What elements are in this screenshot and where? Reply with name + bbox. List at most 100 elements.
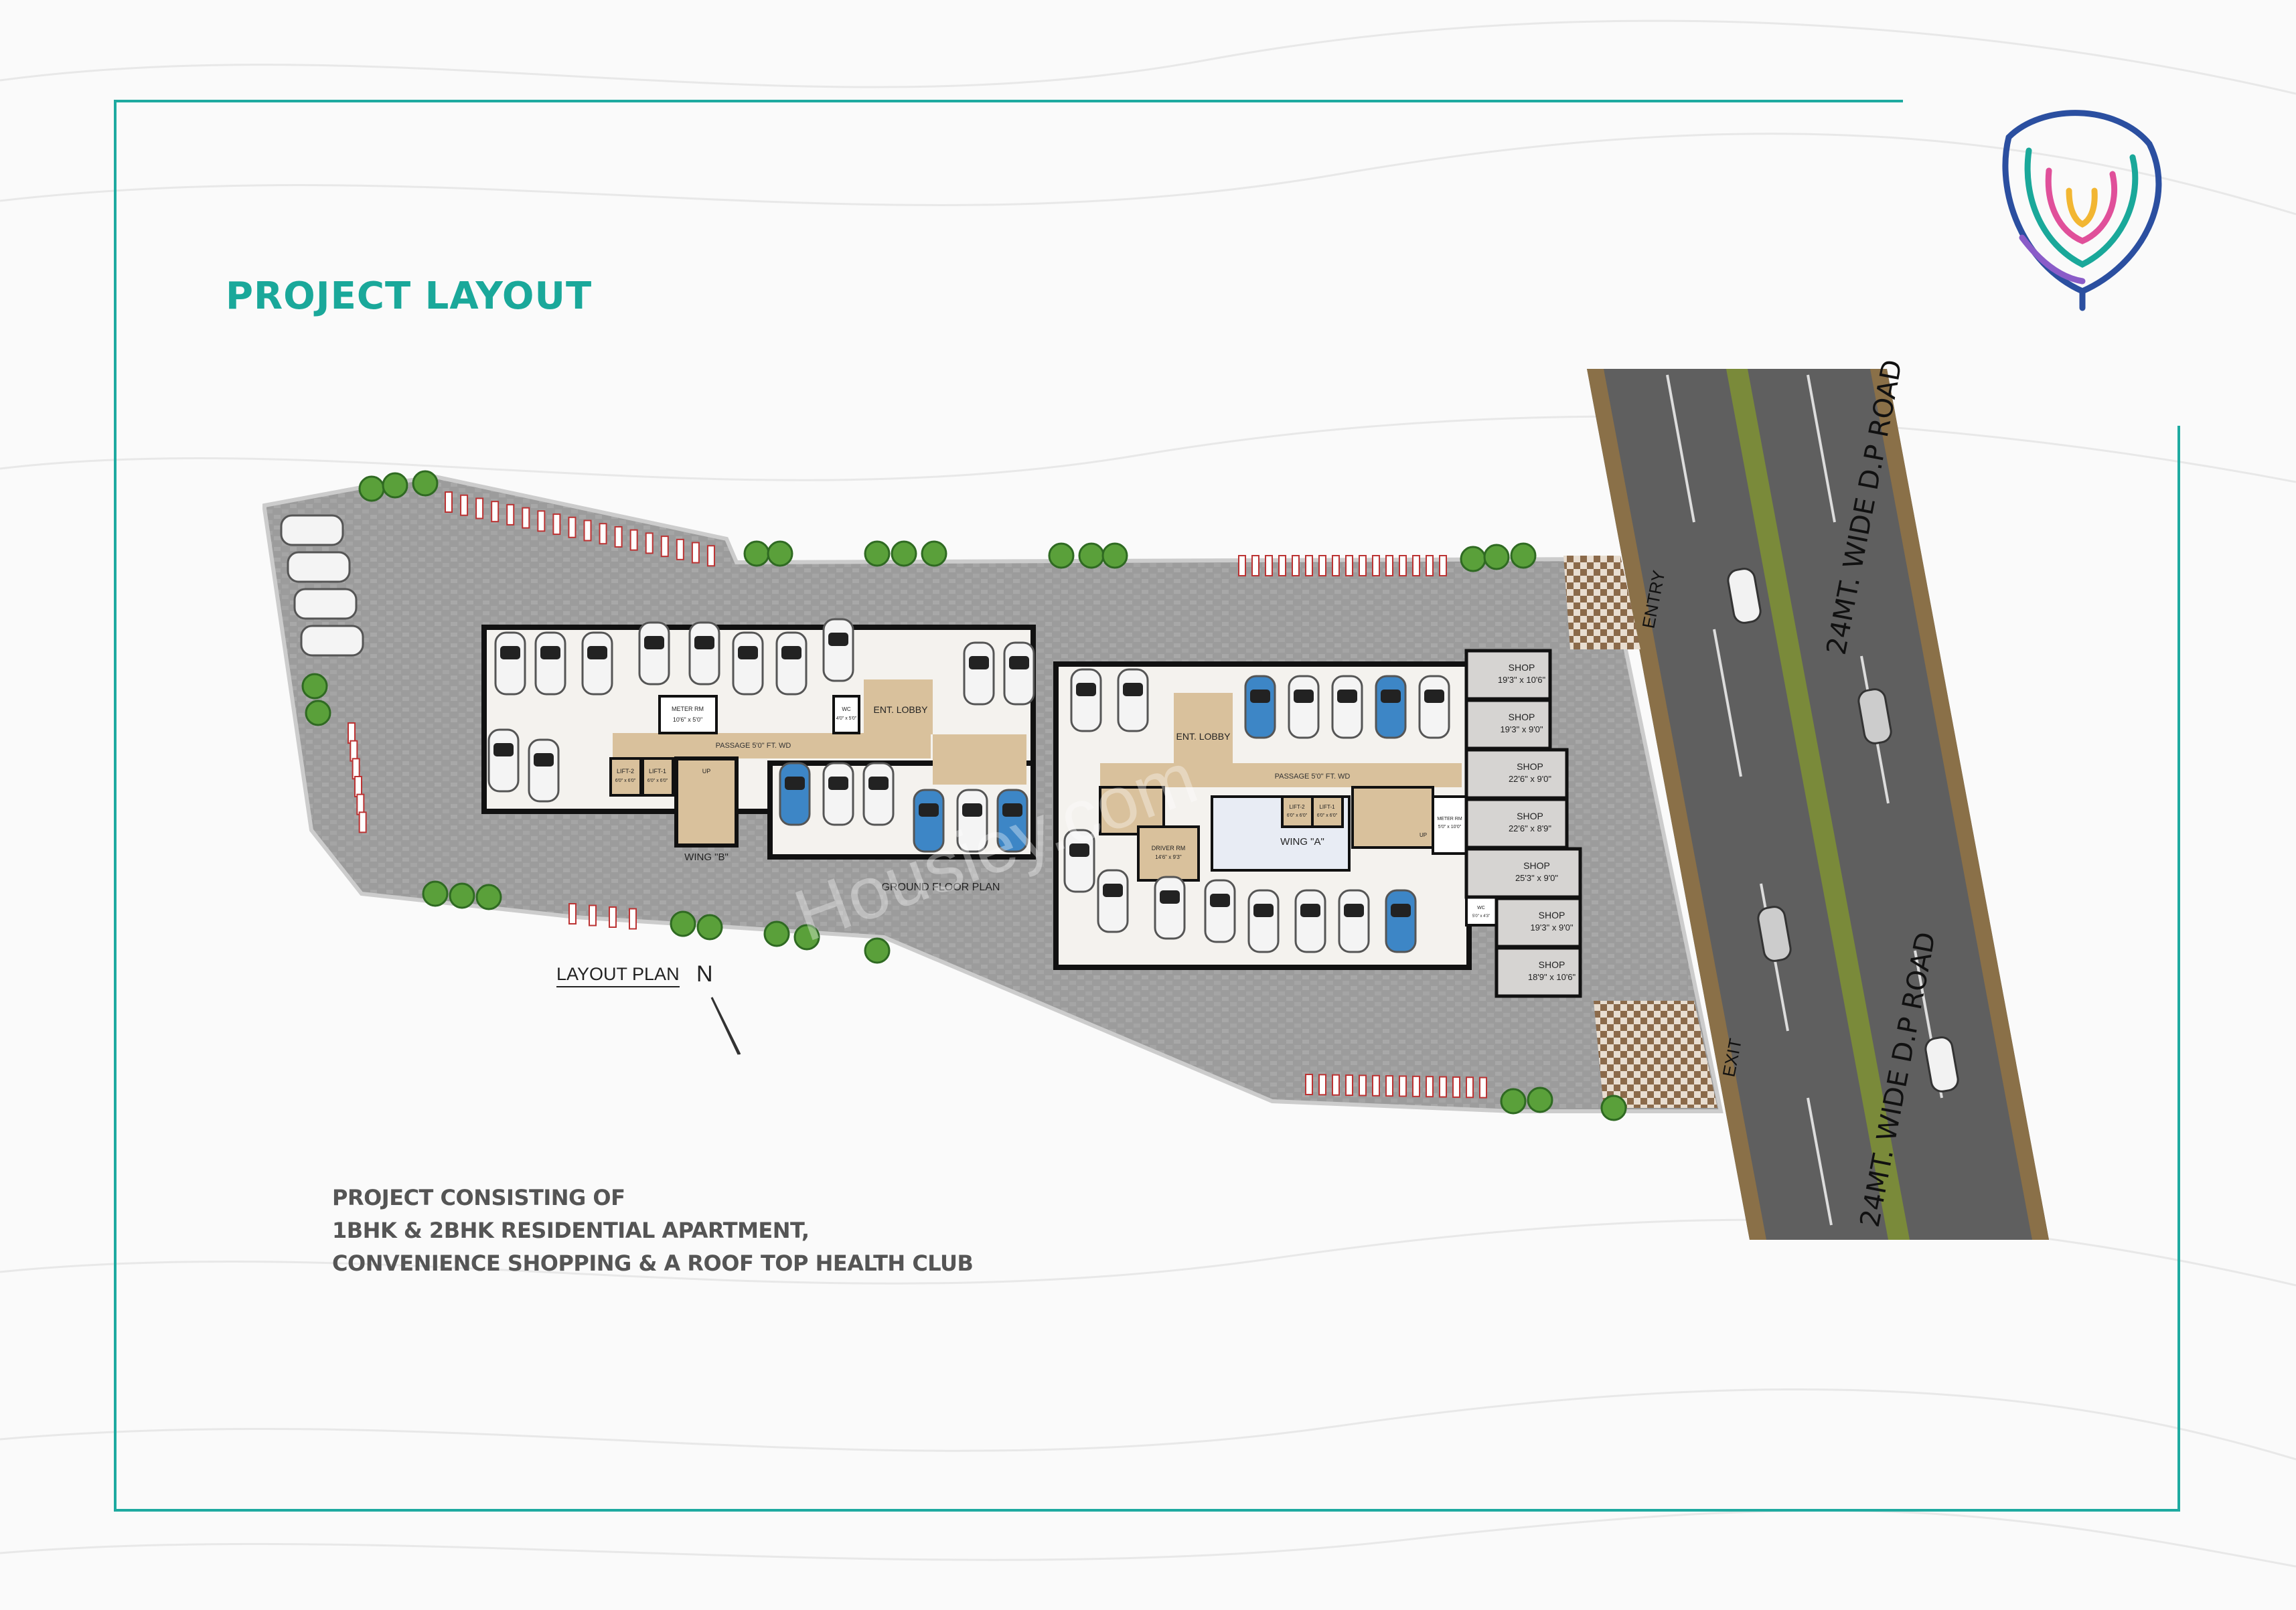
shop-label: SHOP <box>1509 662 1535 673</box>
wing-b-lift-1-size: 6'0" x 6'0" <box>647 779 668 783</box>
parking-bay <box>629 908 637 930</box>
car-icon <box>956 789 988 853</box>
wing-b-staircase <box>674 756 739 848</box>
shop-size: 19'3" x 9'0" <box>1500 724 1543 734</box>
wing-b-lift-1 <box>641 757 674 797</box>
parking-bay <box>660 536 669 558</box>
parking-bay <box>1452 1076 1460 1098</box>
shop-label: SHOP <box>1517 811 1543 821</box>
wing-a-lift-2-label: LIFT-2 <box>1289 804 1305 810</box>
car-icon <box>862 762 895 826</box>
tree-icon <box>864 540 891 567</box>
tree-icon <box>763 920 790 947</box>
description-line-1: PROJECT CONSISTING OF <box>332 1185 625 1210</box>
wing-b-ent-lobby <box>864 679 933 734</box>
car-icon <box>996 789 1028 853</box>
frame-left-border <box>114 100 117 1511</box>
tree-icon <box>412 470 439 497</box>
wing-b-passage <box>613 733 931 758</box>
wing-a-driver-room-size: 14'6" x 9'3" <box>1155 854 1182 860</box>
wing-a-staircase <box>1351 786 1434 849</box>
car-icon <box>732 631 764 696</box>
parking-bay <box>445 491 453 513</box>
parking-bay <box>475 497 484 519</box>
shop-size: 18'9" x 10'6" <box>1528 972 1576 982</box>
wing-a-ent-lobby-label: ENT. LOBBY <box>1176 731 1231 742</box>
wing-b-meter-room-label: METER RM <box>672 706 704 712</box>
car-icon <box>300 625 364 657</box>
parking-bay <box>358 811 367 833</box>
parking-bay <box>354 776 362 797</box>
ground-floor-plan-label: GROUND FLOOR PLAN <box>882 882 1000 893</box>
car-icon <box>1097 869 1129 933</box>
wing-b-wc-size: 4'0" x 5'0" <box>836 716 857 721</box>
project-description: PROJECT CONSISTING OF 1BHK & 2BHK RESIDE… <box>332 1182 974 1280</box>
car-icon <box>1070 668 1102 732</box>
car-icon <box>287 551 351 583</box>
car-icon <box>1338 889 1370 953</box>
wing-b-meter-room <box>658 695 718 734</box>
description-line-2: 1BHK & 2BHK RESIDENTIAL APARTMENT, <box>332 1218 810 1243</box>
description-line-3: CONVENIENCE SHOPPING & A ROOF TOP HEALTH… <box>332 1251 974 1276</box>
parking-bay <box>1439 555 1447 576</box>
north-arrow-icon <box>710 997 741 1055</box>
shop-label: SHOP <box>1539 959 1565 970</box>
parking-bay <box>1385 1075 1393 1097</box>
page-title: PROJECT LAYOUT <box>226 274 593 318</box>
wing-b-lift-2 <box>609 757 642 797</box>
parking-bay <box>1372 555 1380 576</box>
wing-a-lift-1 <box>1311 795 1344 828</box>
car-icon <box>1294 889 1326 953</box>
car-icon <box>1117 668 1149 732</box>
north-label: N <box>696 961 713 987</box>
parking-bay <box>1332 555 1340 576</box>
tree-icon <box>1460 546 1486 572</box>
car-icon <box>528 738 560 803</box>
tree-icon <box>1048 542 1075 569</box>
tree-icon <box>1483 544 1510 570</box>
parking-bay <box>506 503 515 526</box>
car-icon <box>963 641 995 706</box>
frame-right-border <box>2177 426 2180 1512</box>
shop-size: 22'6" x 8'9" <box>1509 823 1551 833</box>
landscape-trees <box>301 470 1627 1121</box>
wing-a-wc-label: WC <box>1477 906 1485 910</box>
tree-icon <box>1527 1086 1553 1113</box>
wing-b-label: WING "B" <box>684 852 729 863</box>
tree-icon <box>475 884 502 910</box>
parking-bay <box>1305 1074 1313 1095</box>
car-icon <box>487 728 520 793</box>
parking-bay <box>1385 555 1393 576</box>
car-icon <box>1385 889 1417 953</box>
parking-bay <box>1251 555 1259 576</box>
car-icon <box>1063 829 1095 893</box>
wing-b-lift-2-size: 6'0" x 6'0" <box>615 779 636 783</box>
wing-a-passage-label: PASSAGE 5'0" FT. WD <box>1275 773 1351 781</box>
frame-bottom-border <box>114 1509 2180 1512</box>
shop-label: SHOP <box>1509 712 1535 722</box>
wing-b-wc-label: WC <box>842 706 851 712</box>
car-icon <box>494 631 526 696</box>
parking-bay <box>1278 555 1286 576</box>
parking-bay <box>589 904 597 927</box>
parking-bay <box>1359 1074 1367 1097</box>
car-icon <box>1244 675 1276 739</box>
tree-icon <box>743 540 770 567</box>
parking-bay <box>1372 1074 1380 1097</box>
parking-bay <box>629 529 638 551</box>
car-icon <box>1003 641 1035 706</box>
parking-bay <box>614 526 623 548</box>
car-icon <box>822 762 854 826</box>
parking-bay <box>676 538 684 560</box>
parking-bay <box>350 740 358 762</box>
car-icon <box>822 618 854 682</box>
car-icon <box>913 789 945 853</box>
wing-b-passage-label: PASSAGE 5'0" FT. WD <box>716 742 791 750</box>
wing-a-lift-2-size: 6'0" x 6'0" <box>1287 813 1308 818</box>
shop-label: SHOP <box>1539 910 1565 920</box>
parking-bay <box>1318 555 1326 576</box>
parking-bay <box>1238 555 1246 576</box>
tree-icon <box>449 882 475 909</box>
